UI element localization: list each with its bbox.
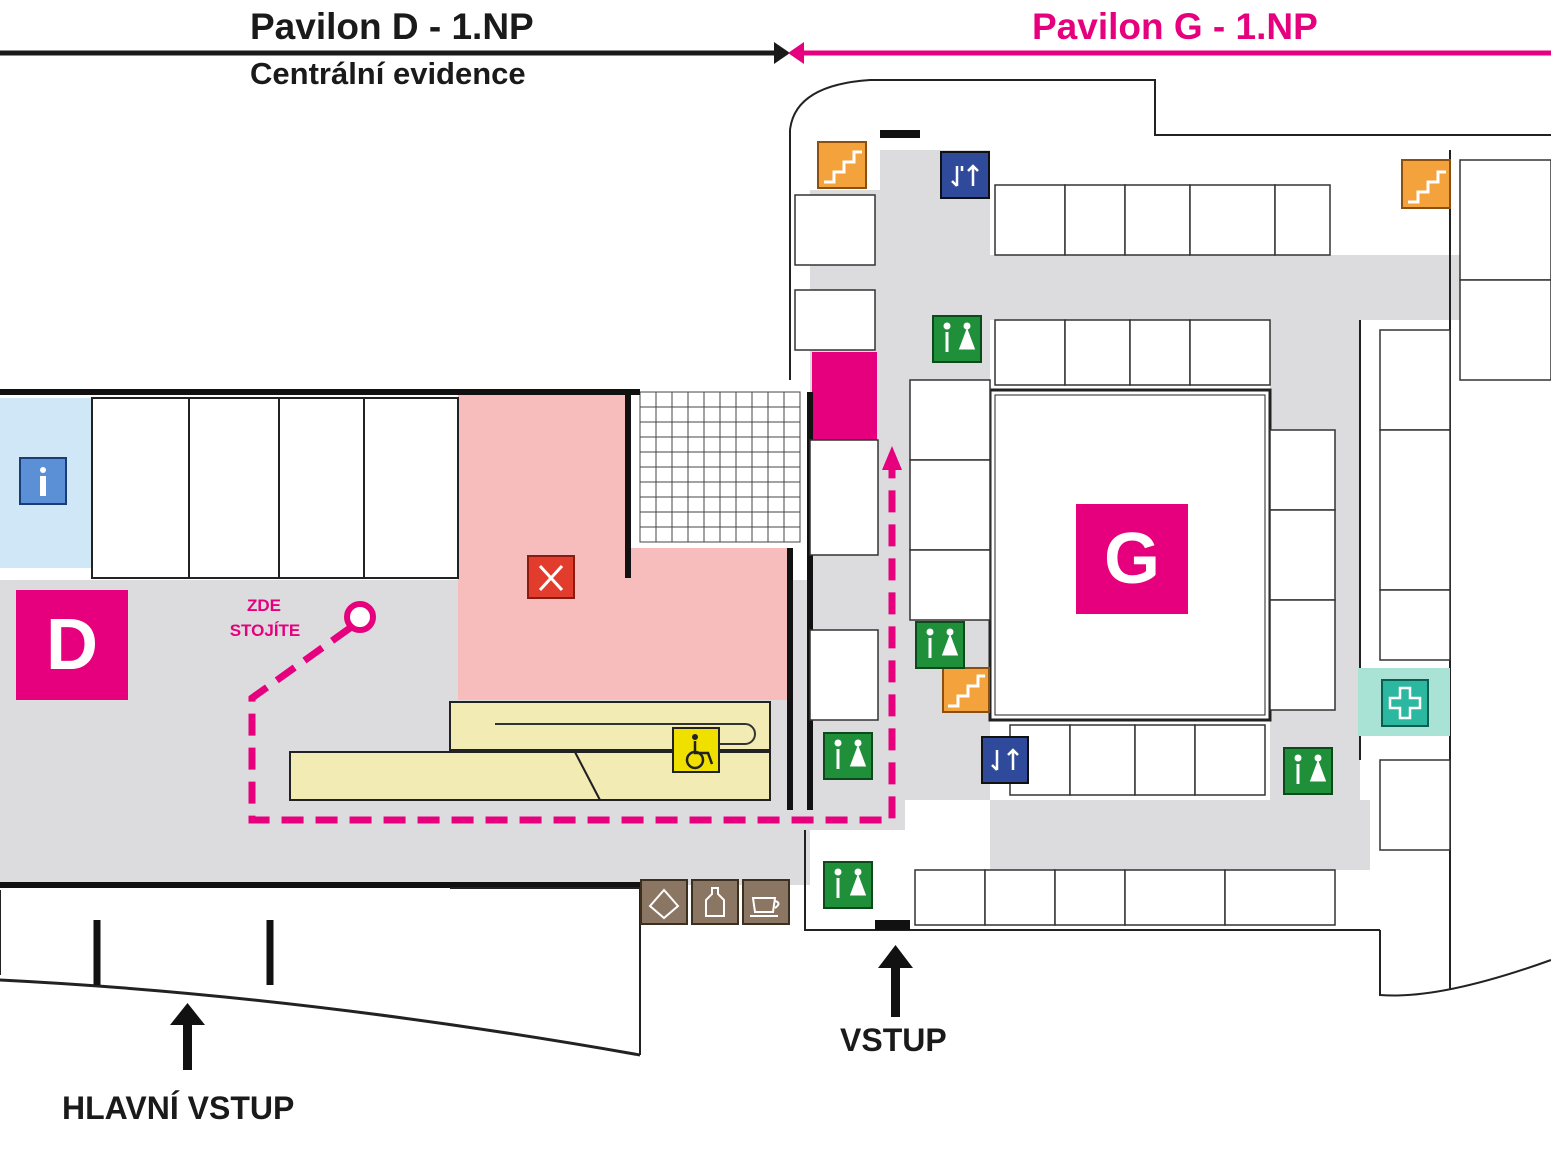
pavilion-d-subtitle: Centrální evidence	[250, 56, 526, 91]
toilet-icon	[823, 861, 873, 909]
pavilion-g-outline	[789, 79, 1551, 997]
toilet-icon	[823, 732, 873, 780]
walking-route	[248, 446, 902, 824]
ramp	[289, 701, 771, 801]
toilet-icon	[932, 315, 982, 363]
stairs-icon	[1401, 159, 1451, 209]
stairs-icon	[942, 667, 990, 713]
wheelchair-icon	[672, 727, 720, 773]
snack-icon	[640, 879, 688, 925]
pavilion-d-title: Pavilon D - 1.NP	[250, 6, 534, 47]
pavilion-g-title: Pavilon G - 1.NP	[1032, 6, 1318, 47]
restaurant-area	[458, 395, 790, 700]
atrium-grid	[639, 391, 801, 543]
entrance-arrows	[170, 945, 913, 1070]
pavilion-g-rooms	[794, 159, 1551, 926]
pavilion-g-entrance-label: VSTUP	[840, 1022, 947, 1058]
elevator-icon	[981, 736, 1029, 784]
main-entrance-facade	[0, 978, 641, 1057]
toilet-icon	[1283, 747, 1333, 795]
toilet-icon	[915, 621, 965, 669]
elevator-icon	[940, 151, 990, 199]
stairs-icon	[817, 141, 867, 189]
medical-cross-icon	[1358, 668, 1450, 736]
pavilion-d-marker: D	[16, 590, 128, 700]
main-entrance-label: HLAVNÍ VSTUP	[62, 1090, 295, 1126]
you-are-here-label: STOJÍTE	[229, 621, 301, 640]
cutlery-icon	[527, 555, 575, 599]
red-room	[812, 352, 877, 440]
pavilion-g-marker: G	[1076, 504, 1188, 614]
pavilion-d-rooms	[91, 397, 459, 579]
you-are-here-label: ZDE	[247, 596, 281, 615]
bottle-icon	[691, 879, 739, 925]
info-icon	[19, 457, 67, 505]
pavilion-divider-arrows	[0, 42, 1551, 64]
coffee-icon	[742, 879, 790, 925]
